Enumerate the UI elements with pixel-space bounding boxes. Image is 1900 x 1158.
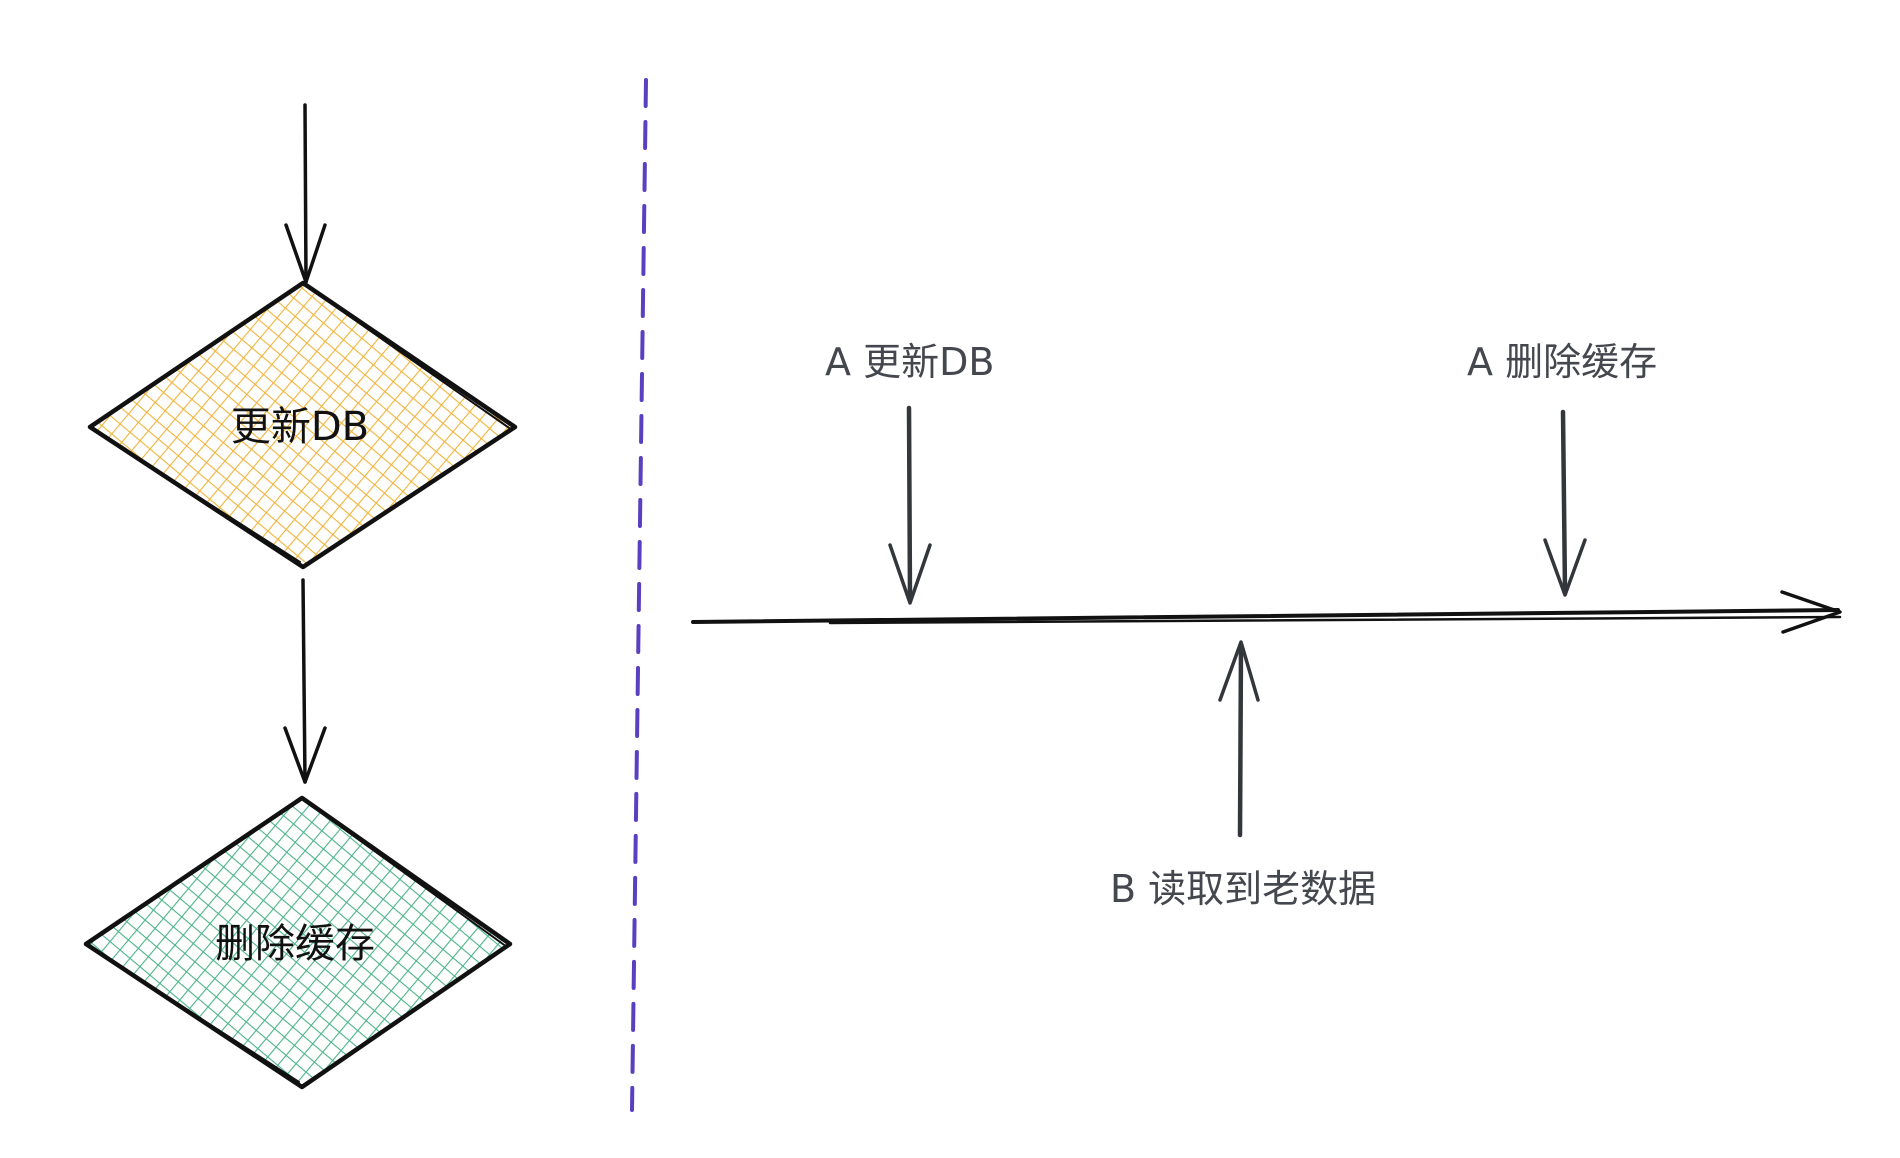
- timeline-axis: [691, 590, 1842, 634]
- event-a-update-db-arrow: [888, 405, 932, 605]
- event-b-read-stale-arrow: [1218, 640, 1260, 838]
- event-a-delete-cache-arrow: [1543, 409, 1587, 597]
- entry-arrow: [284, 103, 327, 284]
- step-delete-cache-label: 删除缓存: [215, 921, 375, 967]
- flow-arrow-1-to-2: [283, 578, 327, 784]
- event-a-delete-cache-label: A 删除缓存: [1467, 340, 1657, 384]
- step-update-db-label: 更新DB: [231, 404, 369, 450]
- event-a-update-db-label: A 更新DB: [825, 340, 994, 384]
- dashed-divider: [630, 78, 648, 1112]
- step-delete-cache-diamond[interactable]: 删除缓存: [83, 795, 513, 1090]
- event-b-read-stale-label: B 读取到老数据: [1110, 867, 1376, 911]
- step-update-db-diamond[interactable]: 更新DB: [87, 280, 518, 570]
